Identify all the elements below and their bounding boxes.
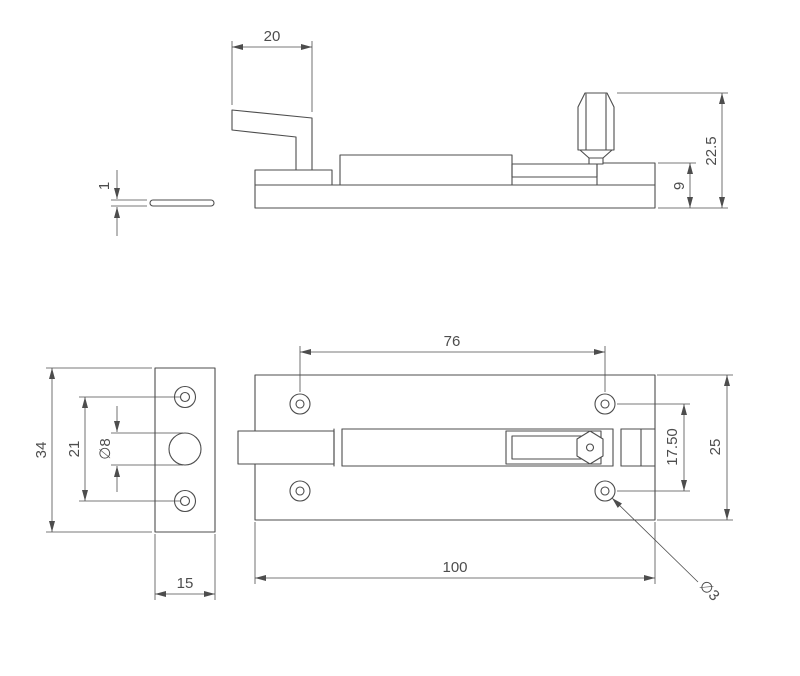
keep-screw-hole-top-inner — [179, 391, 191, 403]
dim-handle-length-label: 20 — [264, 28, 281, 45]
knob-plan-center — [585, 443, 595, 452]
screw-hole — [289, 480, 311, 502]
dim-hole-spacing-length-label: 76 — [444, 333, 461, 350]
screw-hole — [594, 393, 616, 415]
dim-keep-width-label: 15 — [177, 575, 194, 592]
dim-baseplate-length: 100 — [254, 522, 656, 584]
keep-screw-hole-bottom-inner — [179, 495, 191, 507]
dim-hole-spacing-width: 17.50 — [617, 403, 690, 492]
plan-view: 76 34 21 ∅8 15 — [33, 333, 733, 604]
left-guide-block-side — [254, 169, 333, 186]
bolt-rod-plan — [237, 430, 335, 465]
dim-overall-height-label: 22.5 — [703, 136, 720, 165]
dim-screw-hole-diameter: ∅3 — [611, 497, 723, 604]
knob-stem — [588, 157, 604, 165]
dim-hole-spacing-width-label: 17.50 — [664, 428, 681, 466]
screw-hole-inner — [295, 399, 305, 409]
keep-plate-face — [154, 367, 216, 533]
knob-plan-hexagon — [576, 430, 604, 465]
dim-baseplate-width: 25 — [657, 374, 733, 521]
dim-handle-length: 20 — [231, 28, 313, 112]
dim-baseplate-width-label: 25 — [707, 439, 724, 456]
dim-screw-hole-diameter-label: ∅3 — [696, 577, 723, 604]
bolt-housing-side — [339, 154, 513, 186]
keep-plate-edge — [149, 199, 215, 207]
keep-bolt-hole — [168, 432, 202, 466]
dim-keep-hole-diameter: ∅8 — [97, 406, 183, 492]
dim-keep-length-label: 34 — [33, 442, 50, 459]
screw-hole — [594, 480, 616, 502]
side-elevation-view: 20 1 22.5 9 — [96, 28, 728, 236]
throw-handle-side — [231, 109, 313, 171]
bolt-rod-side — [511, 163, 598, 178]
dim-body-height: 9 — [658, 162, 696, 208]
screw-hole — [289, 393, 311, 415]
baseplate-side — [254, 184, 656, 209]
dim-body-height-label: 9 — [671, 182, 688, 190]
screw-hole-inner — [600, 486, 610, 496]
dim-hole-spacing-length: 76 — [299, 333, 606, 392]
knob-flare — [579, 149, 613, 159]
dim-keep-hole-diameter-label: ∅8 — [97, 438, 114, 459]
dim-keep-screw-spacing-label: 21 — [66, 441, 83, 458]
screw-hole-inner — [600, 399, 610, 409]
knob-body — [577, 92, 615, 151]
dim-keep-screw-spacing: 21 — [66, 396, 180, 502]
screw-hole-inner — [295, 486, 305, 496]
dim-keep-thickness-label: 1 — [96, 182, 113, 190]
knob-side — [577, 92, 615, 165]
right-guide-block-side — [596, 162, 656, 186]
dim-keep-length: 34 — [33, 367, 152, 533]
dim-keep-thickness: 1 — [96, 170, 147, 236]
dim-baseplate-length-label: 100 — [442, 559, 467, 576]
dim-overall-height: 22.5 — [617, 92, 728, 209]
dim-keep-width: 15 — [154, 534, 216, 600]
